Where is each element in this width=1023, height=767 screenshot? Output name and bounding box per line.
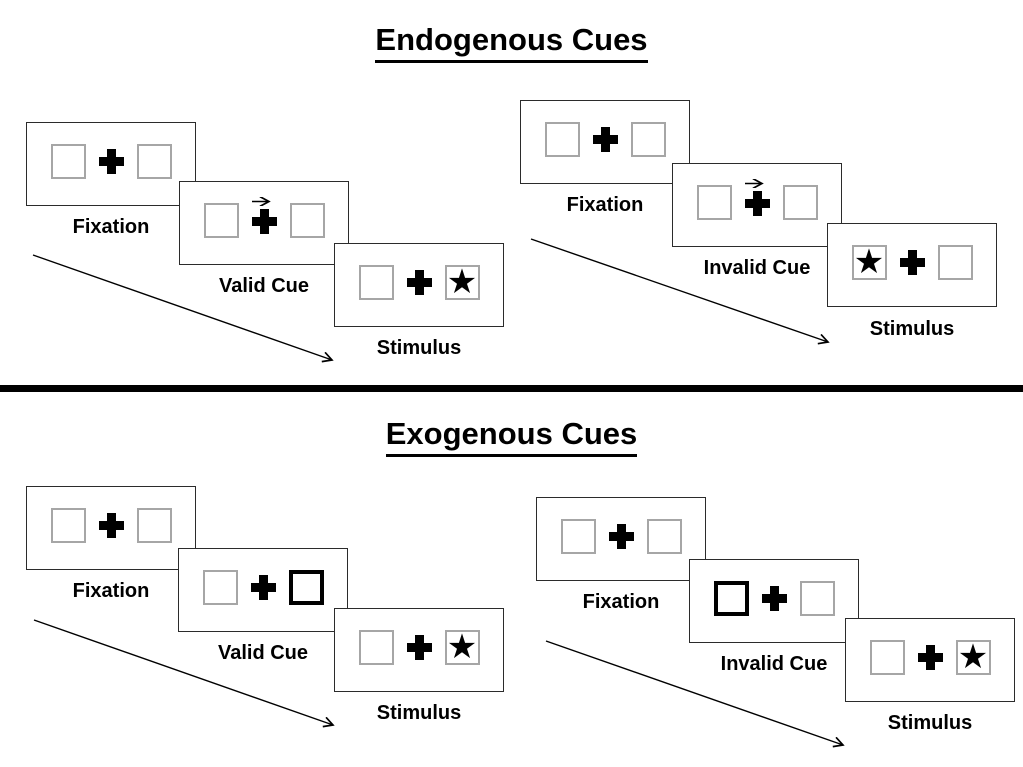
star-icon: ★ [853,242,885,282]
right-box [799,581,835,616]
left-box [696,185,732,220]
panel-label-fixation: Fixation [72,216,150,238]
fixation-cross-icon [744,191,770,216]
panel-exo-invalid-stimulus: ★ [845,618,1015,702]
panel-exo-valid-stimulus: ★ [334,608,504,692]
panel-label-fixation: Fixation [582,591,660,613]
left-box [203,203,239,238]
cue-arrow-right-icon [252,197,276,206]
panel-endo-valid-stimulus: ★ [334,243,504,327]
panel-label-cue: Valid Cue [218,275,310,297]
panel-label-stimulus: Stimulus [887,712,973,734]
left-box [544,122,580,157]
star-icon: ★ [446,262,478,302]
right-box [646,519,682,554]
right-box: ★ [444,627,480,667]
right-box [136,144,172,179]
panel-exo-invalid-cue [689,559,859,643]
panel-label-stimulus: Stimulus [376,702,462,724]
right-box: ★ [955,637,991,677]
panel-endo-valid-fixation [26,122,196,206]
fixation-cross-icon [250,575,276,600]
fixation-cross-icon [251,209,277,234]
panel-endo-invalid-cue [672,163,842,247]
right-box [937,245,973,280]
fixation-cross-icon [98,149,124,174]
left-box [869,640,905,675]
left-box: ★ [851,242,887,282]
section-title-exogenous: Exogenous Cues [0,416,1023,457]
left-box [202,570,238,605]
fixation-cross-icon [406,270,432,295]
left-box-highlighted [713,581,749,616]
right-box: ★ [444,262,480,302]
right-box [289,203,325,238]
left-box [358,265,394,300]
timeline-arrow-endo-valid [32,254,332,360]
left-box [50,144,86,179]
right-box [136,508,172,543]
panel-label-stimulus: Stimulus [376,337,462,359]
fixation-cross-icon [761,586,787,611]
section-divider [0,385,1023,392]
star-icon: ★ [957,637,989,677]
cue-arrow-right-icon [745,179,769,188]
panel-label-cue: Invalid Cue [720,653,828,675]
panel-endo-invalid-stimulus: ★ [827,223,997,307]
right-box [782,185,818,220]
fixation-cross-icon [917,645,943,670]
panel-label-stimulus: Stimulus [869,318,955,340]
timeline-arrow-endo-invalid [530,238,828,342]
panel-endo-invalid-fixation [520,100,690,184]
star-icon: ★ [446,627,478,667]
panel-label-fixation: Fixation [72,580,150,602]
left-box [560,519,596,554]
right-box-highlighted [288,570,324,605]
panel-exo-valid-fixation [26,486,196,570]
section-title-endogenous: Endogenous Cues [0,22,1023,63]
right-box [630,122,666,157]
panel-exo-invalid-fixation [536,497,706,581]
panel-endo-valid-cue [179,181,349,265]
left-box [358,630,394,665]
panel-exo-valid-cue [178,548,348,632]
panel-label-cue: Invalid Cue [703,257,811,279]
fixation-cross-icon [899,250,925,275]
panel-label-fixation: Fixation [566,194,644,216]
left-box [50,508,86,543]
fixation-cross-icon [406,635,432,660]
fixation-cross-icon [98,513,124,538]
panel-label-cue: Valid Cue [217,642,309,664]
fixation-cross-icon [608,524,634,549]
fixation-cross-icon [592,127,618,152]
timeline-arrow-exo-valid [33,619,333,725]
